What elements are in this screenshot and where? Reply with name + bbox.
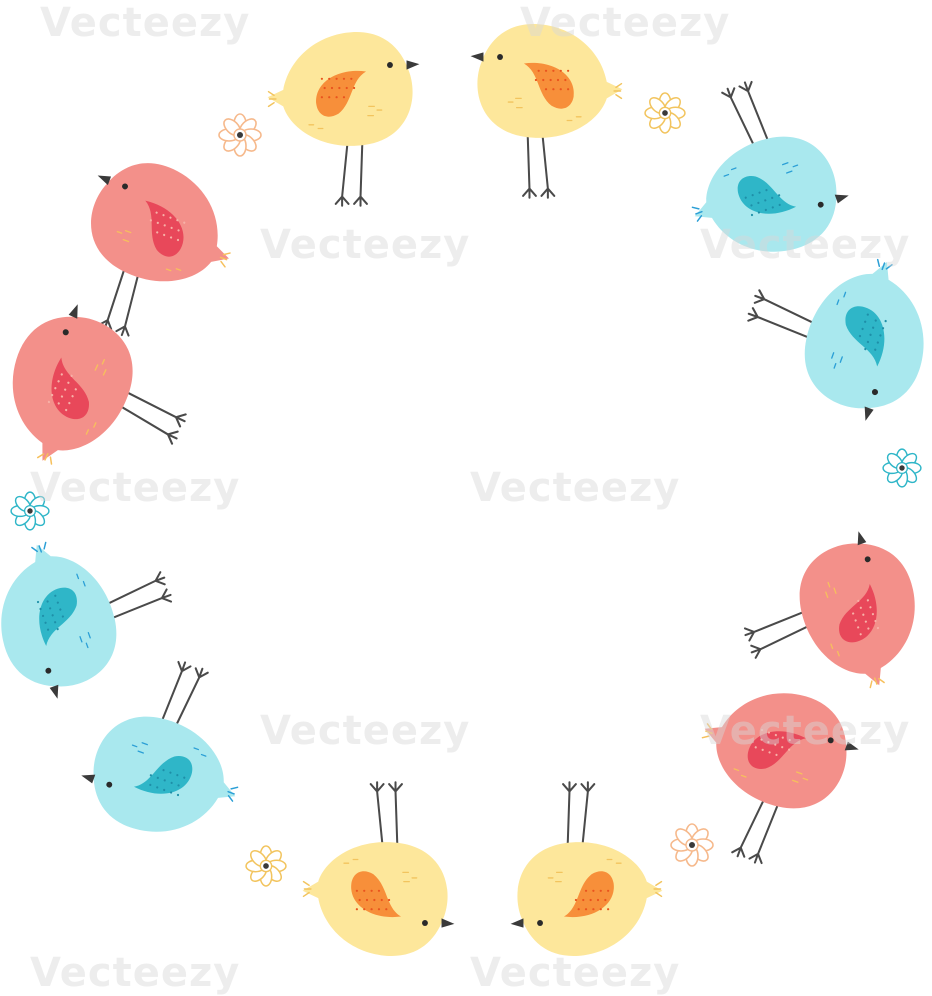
yellow-bird-1-icon: [267, 32, 420, 207]
pink-bird-4-icon: [12, 304, 187, 465]
flower-1-icon: [218, 113, 262, 157]
pink-bird-10-icon: [701, 693, 859, 865]
pink-bird-3-icon: [91, 163, 231, 337]
yellow-bird-2-icon: [470, 24, 623, 199]
blue-bird-6-icon: [81, 660, 239, 832]
yellow-bird-12-icon: [510, 781, 663, 956]
flower-3-icon: [10, 491, 50, 531]
blue-bird-5-icon: [1, 541, 173, 699]
flower-4-icon: [882, 448, 922, 488]
flower-5-icon: [670, 823, 714, 867]
blue-bird-7-icon: [691, 80, 849, 252]
blue-bird-8-icon: [747, 258, 924, 421]
flower-2-icon: [644, 92, 686, 134]
flower-6-icon: [245, 845, 287, 887]
yellow-bird-11-icon: [302, 781, 455, 956]
pink-bird-9-icon: [743, 531, 915, 689]
